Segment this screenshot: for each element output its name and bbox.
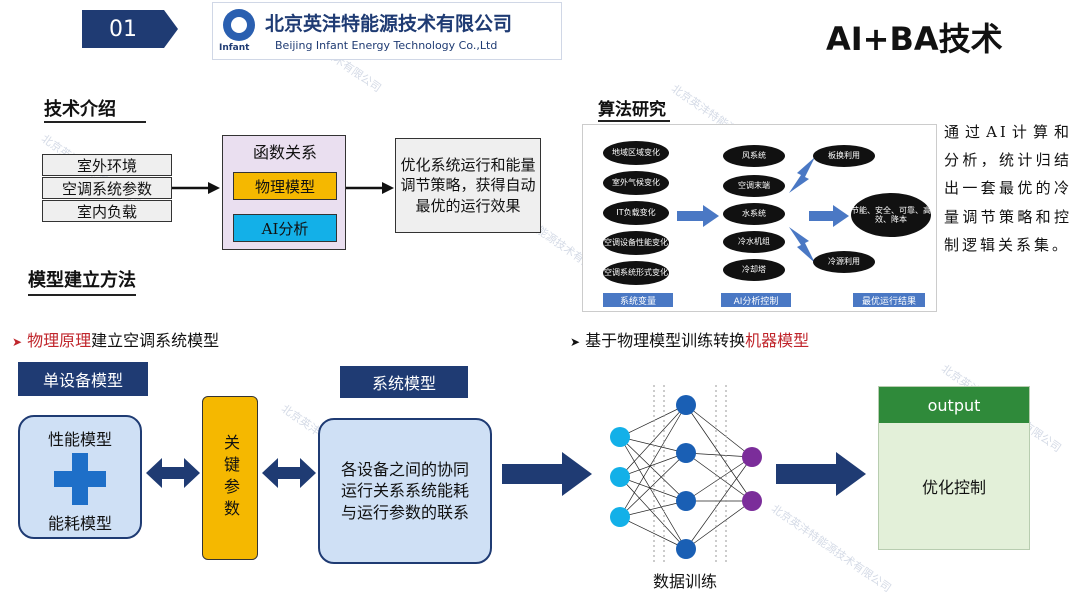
double-arrow-right xyxy=(262,458,316,488)
algo-arrow-2 xyxy=(809,205,849,227)
model-method-title: 模型建立方法 xyxy=(28,266,136,296)
input-outdoor: 室外环境 xyxy=(42,154,172,176)
algo-arrow-1 xyxy=(677,205,719,227)
tag-optimal-result: 最优运行结果 xyxy=(853,293,925,307)
physical-model-box: 物理模型 xyxy=(233,172,337,200)
optimize-control-box: output 优化控制 xyxy=(878,386,1030,550)
performance-model: 性能模型 xyxy=(47,430,112,449)
input-indoor-load: 室内负载 xyxy=(42,200,172,222)
algorithm-title: 算法研究 xyxy=(598,95,670,122)
lightning-down-icon xyxy=(789,227,815,263)
pill-climate: 室外气候变化 xyxy=(603,171,669,195)
result-box: 优化系统运行和能量调节策略，获得自动最优的运行效果 xyxy=(395,138,541,233)
pill-system-form: 空调系统形式变化 xyxy=(603,261,669,285)
bullet-physical: ➤ 物理原理建立空调系统模型 xyxy=(12,331,220,350)
pill-chiller: 冷水机组 xyxy=(723,231,785,253)
tag-ai-control: AI分析控制 xyxy=(721,293,791,307)
pill-terminal: 空调末端 xyxy=(723,175,785,197)
section-badge: 01 xyxy=(82,10,178,48)
pill-benefits: 节能、安全、可靠、高效、降本 xyxy=(851,193,931,237)
pill-water-system: 水系统 xyxy=(723,203,785,225)
lightning-up-icon xyxy=(789,157,815,193)
optimize-control-label: 优化控制 xyxy=(921,478,986,497)
energy-model: 能耗模型 xyxy=(47,514,112,533)
bullet-arrow-icon: ➤ xyxy=(12,335,23,349)
data-training-label: 数据训练 xyxy=(652,572,717,591)
pill-it-load: IT负载变化 xyxy=(603,201,669,225)
key-params-box: 关键参数 xyxy=(202,396,258,560)
output-label: output xyxy=(879,387,1029,423)
double-arrow-left xyxy=(146,458,200,488)
system-model-title: 系统模型 xyxy=(340,366,468,398)
pill-cold-source: 冷源利用 xyxy=(813,251,875,273)
plus-icon xyxy=(54,453,106,505)
bullet-machine: ➤ 基于物理模型训练转换机器模型 xyxy=(570,331,810,350)
pill-air-system: 风系统 xyxy=(723,145,785,167)
bullet-check-icon: ➤ xyxy=(570,335,581,349)
neural-network-diagram xyxy=(610,385,762,565)
company-logo-banner: Infant 北京英沣特能源技术有限公司 Beijing Infant Ener… xyxy=(212,2,562,60)
pill-region: 地域区域变化 xyxy=(603,141,669,165)
single-device-box: 性能模型 能耗模型 xyxy=(18,415,142,539)
pill-cooling-tower: 冷却塔 xyxy=(723,259,785,281)
arrow-to-result xyxy=(346,182,394,194)
company-name-cn: 北京英沣特能源技术有限公司 xyxy=(265,13,513,35)
section-number: 01 xyxy=(109,16,137,42)
arrow-to-output xyxy=(776,452,866,496)
ai-analysis-box: AI分析 xyxy=(233,214,337,242)
logo-text: Infant xyxy=(219,43,250,53)
slide-title: AI+BA技术 xyxy=(826,20,1003,58)
input-ac-params: 空调系统参数 xyxy=(42,177,172,199)
algorithm-diagram: 地域区域变化 室外气候变化 IT负载变化 空调设备性能变化 空调系统形式变化 风… xyxy=(582,124,937,312)
arrow-to-function xyxy=(172,182,220,194)
company-name-en: Beijing Infant Energy Technology Co.,Ltd xyxy=(275,39,498,52)
tag-system-variables: 系统变量 xyxy=(603,293,673,307)
key-params-text: 关键参数 xyxy=(221,434,240,522)
pill-equipment: 空调设备性能变化 xyxy=(603,231,669,255)
algorithm-summary: 通过AI计算和分析，统计归结出一套最优的冷量调节策略和控制逻辑关系集。 xyxy=(944,123,1072,254)
arrow-to-network xyxy=(502,452,592,496)
system-model-box: 各设备之间的协同运行关系系统能耗与运行参数的联系 xyxy=(318,418,492,564)
function-title: 函数关系 xyxy=(252,143,317,162)
function-relation-box: 函数关系 物理模型 AI分析 xyxy=(222,135,346,250)
tech-intro-title: 技术介绍 xyxy=(44,95,146,123)
pill-plate-exchange: 板换利用 xyxy=(813,145,875,167)
single-device-title: 单设备模型 xyxy=(18,362,148,396)
